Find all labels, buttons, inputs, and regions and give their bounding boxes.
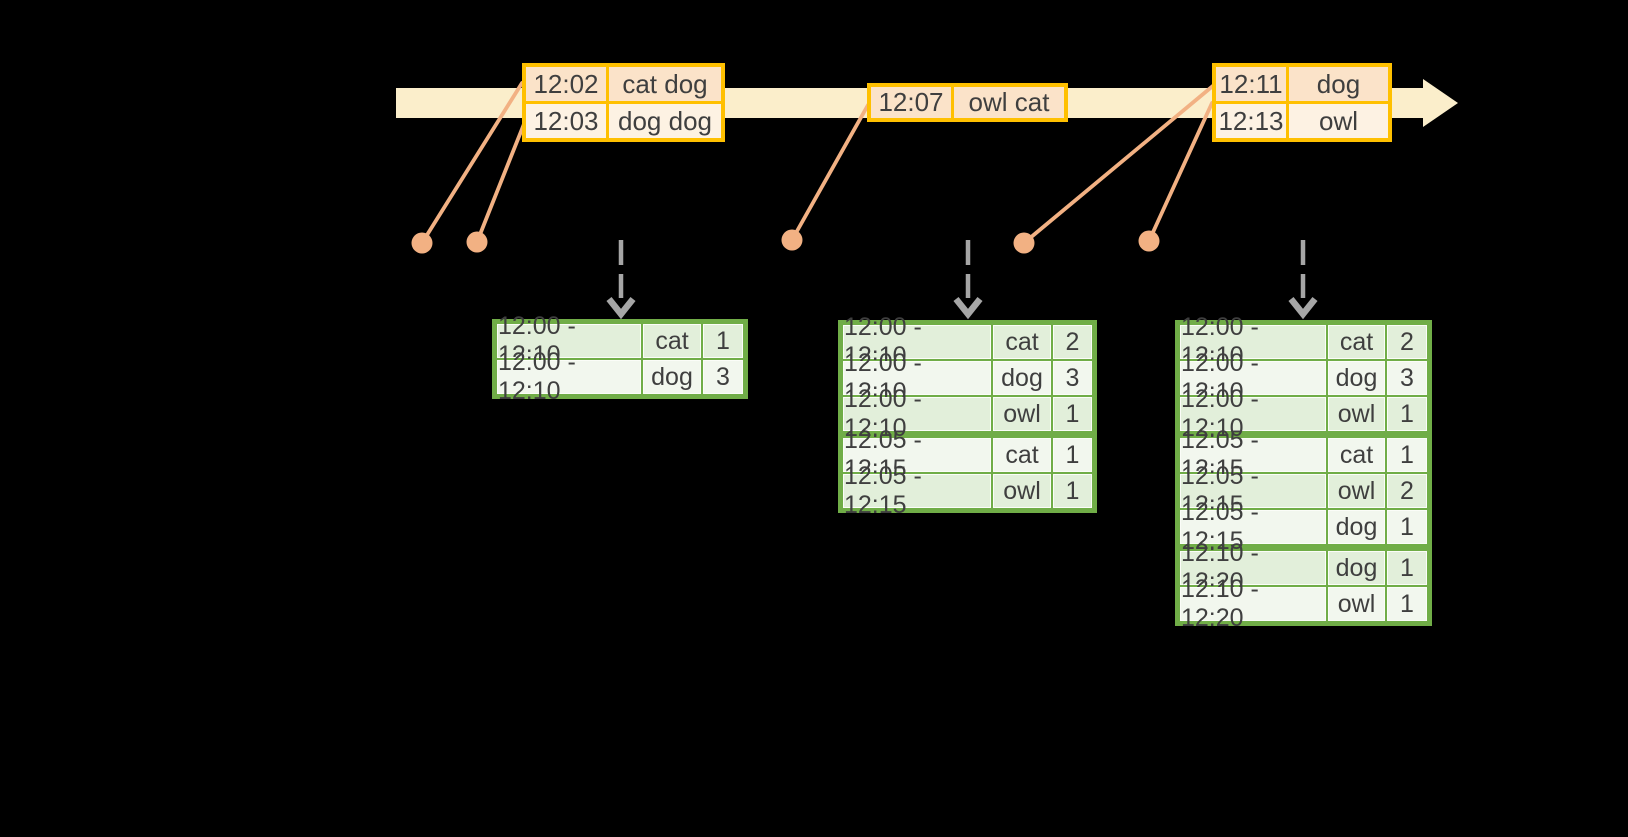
word-cell: cat bbox=[1328, 438, 1385, 472]
event-dot bbox=[781, 229, 803, 251]
count-cell: 2 bbox=[1387, 474, 1427, 508]
word-cell: dog bbox=[643, 360, 701, 394]
window-cell: 12:00 - 12:10 bbox=[497, 348, 641, 405]
window-cell: 12:00 - 12:10 bbox=[1180, 313, 1326, 370]
time-cell: 12:02 bbox=[526, 67, 606, 101]
count-cell: 1 bbox=[1053, 397, 1092, 431]
event-dot bbox=[1013, 232, 1035, 254]
window-cell: 12:00 - 12:10 bbox=[1180, 385, 1326, 442]
timeline-arrowhead-icon bbox=[1423, 79, 1458, 127]
word-cell: owl bbox=[993, 397, 1051, 431]
trigger-arrow bbox=[953, 240, 983, 320]
window-cell: 12:00 - 12:10 bbox=[843, 349, 991, 406]
word-cell: dog bbox=[1328, 551, 1385, 585]
count-cell: 1 bbox=[703, 324, 743, 358]
word-cell: owl bbox=[993, 474, 1051, 508]
word-cell: cat bbox=[643, 324, 701, 358]
time-cell: 12:13 bbox=[1216, 104, 1286, 138]
time-cell: 12:11 bbox=[1216, 67, 1286, 101]
count-cell: 1 bbox=[1387, 551, 1427, 585]
count-cell: 2 bbox=[1387, 325, 1427, 359]
words-cell: cat dog bbox=[609, 67, 721, 101]
words-cell: owl bbox=[1289, 104, 1388, 138]
window-cell: 12:00 - 12:10 bbox=[843, 385, 991, 442]
words-cell: owl cat bbox=[954, 87, 1064, 118]
window-cell: 12:00 - 12:10 bbox=[1180, 349, 1326, 406]
count-cell: 1 bbox=[1053, 438, 1092, 472]
count-cell: 1 bbox=[1387, 587, 1427, 621]
word-cell: owl bbox=[1328, 397, 1385, 431]
event-dot bbox=[466, 231, 488, 253]
window-cell: 12:10 - 12:20 bbox=[1180, 575, 1326, 632]
count-cell: 1 bbox=[1387, 438, 1427, 472]
word-cell: owl bbox=[1328, 587, 1385, 621]
word-cell: dog bbox=[1328, 510, 1385, 544]
time-cell: 12:03 bbox=[526, 104, 606, 138]
count-cell: 3 bbox=[703, 360, 743, 394]
event-connector-line bbox=[420, 81, 524, 245]
count-cell: 1 bbox=[1387, 397, 1427, 431]
words-cell: dog bbox=[1289, 67, 1388, 101]
time-cell: 12:07 bbox=[871, 87, 951, 118]
count-cell: 2 bbox=[1053, 325, 1092, 359]
event-connector-line bbox=[790, 103, 870, 242]
event-connector-line bbox=[1022, 83, 1216, 245]
count-cell: 1 bbox=[1053, 474, 1092, 508]
window-cell: 12:05 - 12:15 bbox=[1180, 426, 1326, 483]
count-cell: 3 bbox=[1387, 361, 1427, 395]
event-connector-line bbox=[475, 122, 526, 244]
trigger-arrow bbox=[606, 240, 636, 320]
word-cell: dog bbox=[993, 361, 1051, 395]
count-cell: 1 bbox=[1387, 510, 1427, 544]
event-dot bbox=[1138, 230, 1160, 252]
word-cell: cat bbox=[993, 438, 1051, 472]
event-connector-line bbox=[1147, 101, 1214, 243]
word-cell: dog bbox=[1328, 361, 1385, 395]
words-cell: dog dog bbox=[609, 104, 721, 138]
count-cell: 3 bbox=[1053, 361, 1092, 395]
window-cell: 12:05 - 12:15 bbox=[843, 426, 991, 483]
event-dot bbox=[411, 232, 433, 254]
window-cell: 12:10 - 12:20 bbox=[1180, 539, 1326, 596]
word-cell: cat bbox=[1328, 325, 1385, 359]
trigger-arrow bbox=[1288, 240, 1318, 320]
window-cell: 12:05 - 12:15 bbox=[843, 462, 991, 519]
word-cell: owl bbox=[1328, 474, 1385, 508]
word-cell: cat bbox=[993, 325, 1051, 359]
